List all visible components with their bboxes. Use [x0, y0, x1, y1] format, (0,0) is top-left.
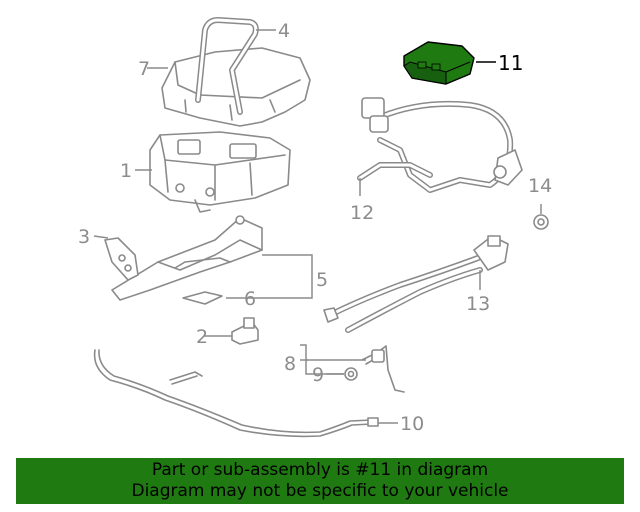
part-1-housing — [149, 131, 291, 213]
callout-12: 12 — [350, 202, 374, 224]
callout-2: 2 — [196, 326, 208, 348]
callout-6: 6 — [244, 288, 256, 310]
banner-line-2: Diagram may not be specific to your vehi… — [131, 481, 509, 501]
part-11-module-highlighted — [403, 41, 475, 85]
callout-14: 14 — [528, 175, 552, 197]
part-4-strap — [195, 17, 259, 115]
part-12-harness — [357, 97, 523, 193]
callout-3: 3 — [78, 226, 90, 248]
callouts: 7 4 1 3 5 6 2 8 9 10 11 12 13 14 — [78, 20, 552, 435]
part-10-line — [93, 349, 379, 438]
callout-13: 13 — [466, 293, 490, 315]
info-banner: Part or sub-assembly is #11 in diagram D… — [16, 458, 624, 504]
part-14-grommet — [533, 214, 549, 230]
part-8-line — [361, 345, 405, 393]
part-2-clip — [231, 317, 259, 345]
part-6-plate — [182, 291, 223, 305]
callout-1: 1 — [120, 160, 132, 182]
banner-line-1: Part or sub-assembly is #11 in diagram — [151, 460, 489, 480]
callout-9: 9 — [312, 364, 324, 386]
callout-10: 10 — [400, 413, 424, 435]
leader-lines — [93, 29, 542, 424]
part-5-tray — [111, 215, 263, 301]
part-9-washer — [344, 367, 358, 381]
parts-diagram: 7 4 1 3 5 6 2 8 9 10 11 12 13 14 — [78, 17, 552, 438]
callout-4: 4 — [278, 20, 290, 42]
callout-11-highlighted: 11 — [498, 51, 523, 75]
part-13-hose — [323, 235, 509, 333]
callout-8: 8 — [284, 353, 296, 375]
callout-5: 5 — [316, 269, 328, 291]
part-3-bracket — [104, 237, 139, 281]
callout-7: 7 — [138, 58, 150, 80]
